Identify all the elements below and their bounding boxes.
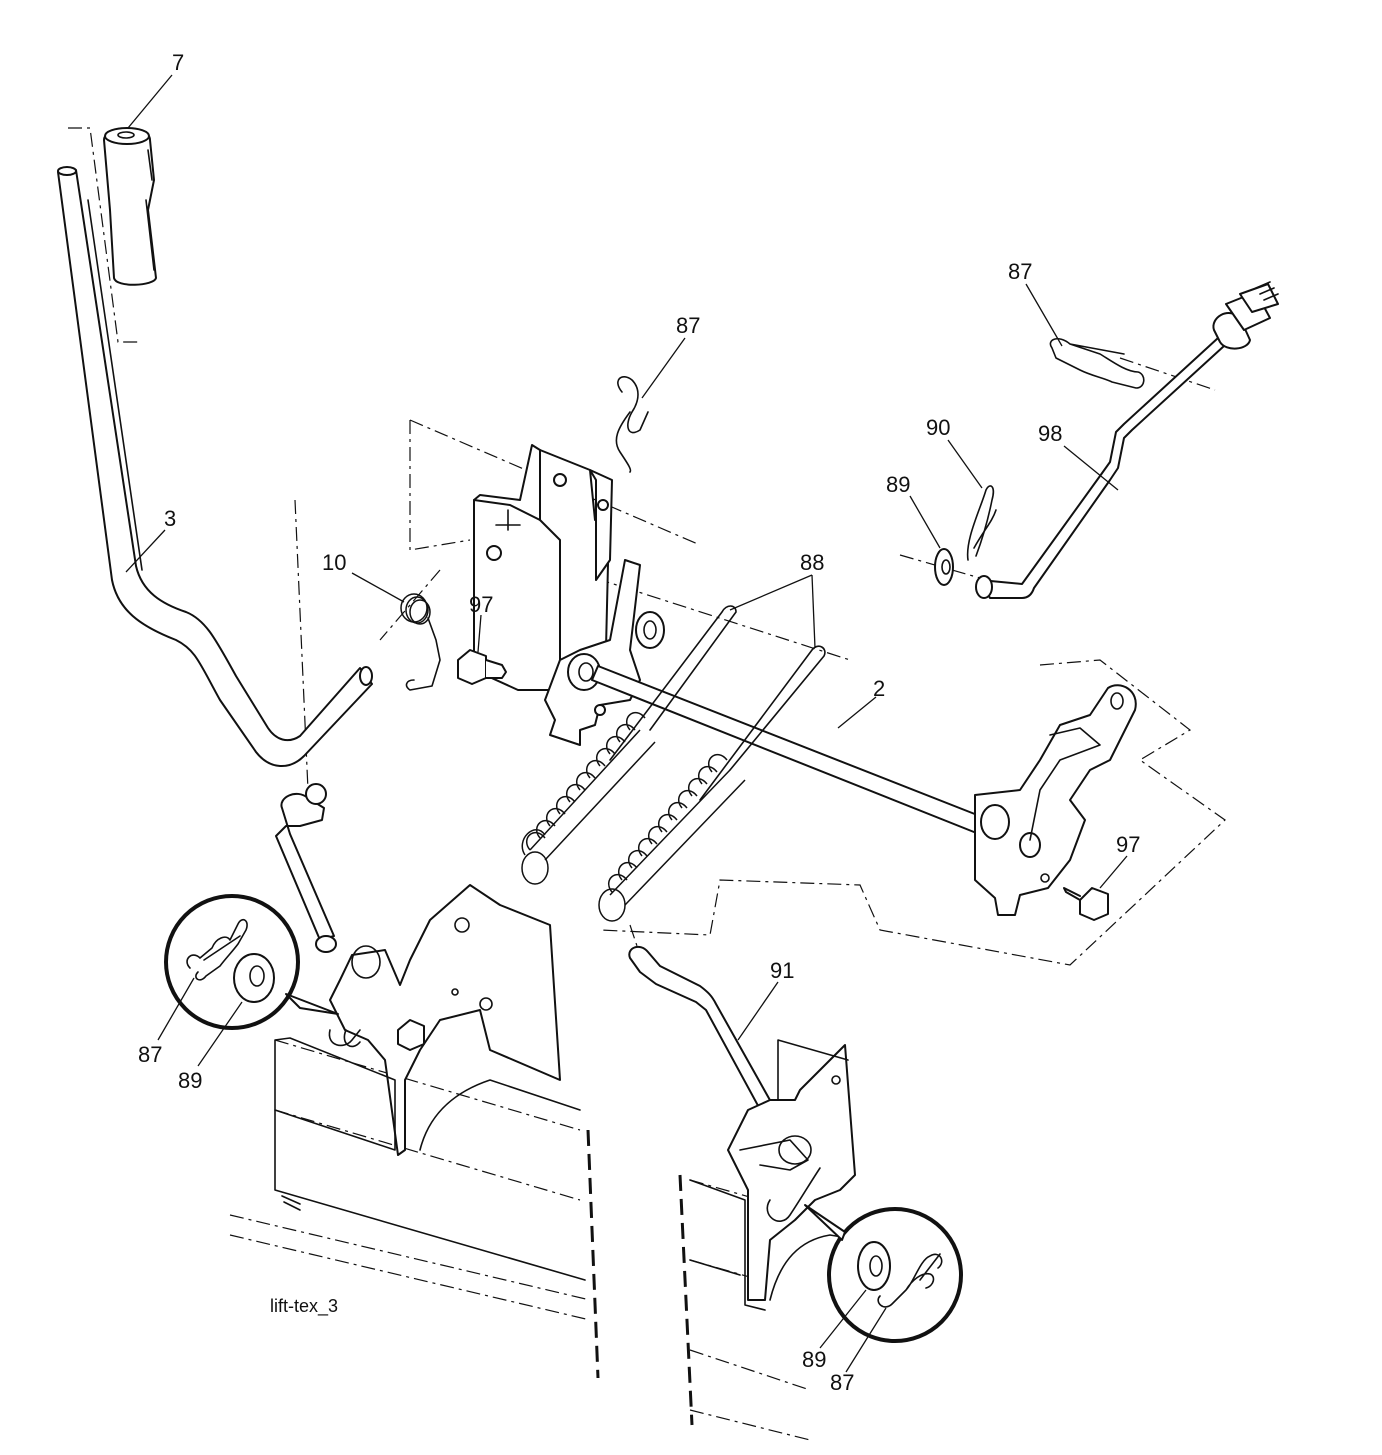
callout-90: 90: [926, 415, 950, 440]
callouts: 7 3 10 97 87 88 2 87 90 98 89 97 91 87 8…: [138, 50, 1140, 1395]
drawing-id: lift-tex_3: [270, 1296, 338, 1317]
callout-87-top: 87: [676, 313, 700, 338]
callout-91: 91: [770, 958, 794, 983]
detail-view-left: [164, 894, 339, 1030]
detail-view-right: [804, 1204, 963, 1343]
callout-88: 88: [800, 550, 824, 575]
callout-7: 7: [172, 50, 184, 75]
mower-deck-right: [689, 1179, 861, 1311]
callout-89-bottom: 89: [802, 1347, 826, 1372]
washer-right: [934, 548, 954, 586]
callout-97-right: 97: [1116, 832, 1140, 857]
leader-lines: [125, 74, 1128, 1373]
lift-link-left: [275, 783, 337, 953]
lift-springs: [521, 605, 826, 922]
callout-98: 98: [1038, 421, 1062, 446]
mower-deck-left: [274, 1037, 586, 1281]
callout-3: 3: [164, 506, 176, 531]
callout-2: 2: [873, 676, 885, 701]
callout-87-bottom: 87: [830, 1370, 854, 1395]
height-adjust-rod: [975, 281, 1279, 599]
hairpin-clip-top: [615, 376, 649, 473]
callout-89-right: 89: [886, 472, 910, 497]
spring-coil-right: [598, 753, 746, 922]
callout-89-left: 89: [178, 1068, 202, 1093]
hairpin-clip-right: [1049, 337, 1145, 389]
callout-87-right: 87: [1008, 259, 1032, 284]
hairpin-clip-90: [966, 485, 997, 561]
right-lift-bracket: [974, 684, 1137, 916]
spring-coil-left: [521, 711, 656, 885]
right-deck-bracket: [727, 1039, 856, 1301]
mounting-bracket: [473, 444, 613, 691]
left-deck-bracket: [328, 884, 561, 1156]
lift-lever-rod: [57, 166, 373, 767]
bolt-left: [457, 649, 507, 685]
pivot-bracket: [544, 559, 665, 746]
lift-shaft: [591, 665, 991, 837]
callout-10: 10: [322, 550, 346, 575]
callout-87-left: 87: [138, 1042, 162, 1067]
handle-grip: [103, 127, 157, 286]
torsion-spring: [400, 593, 441, 691]
bolt-right: [1063, 887, 1109, 921]
callout-97-left: 97: [469, 592, 493, 617]
